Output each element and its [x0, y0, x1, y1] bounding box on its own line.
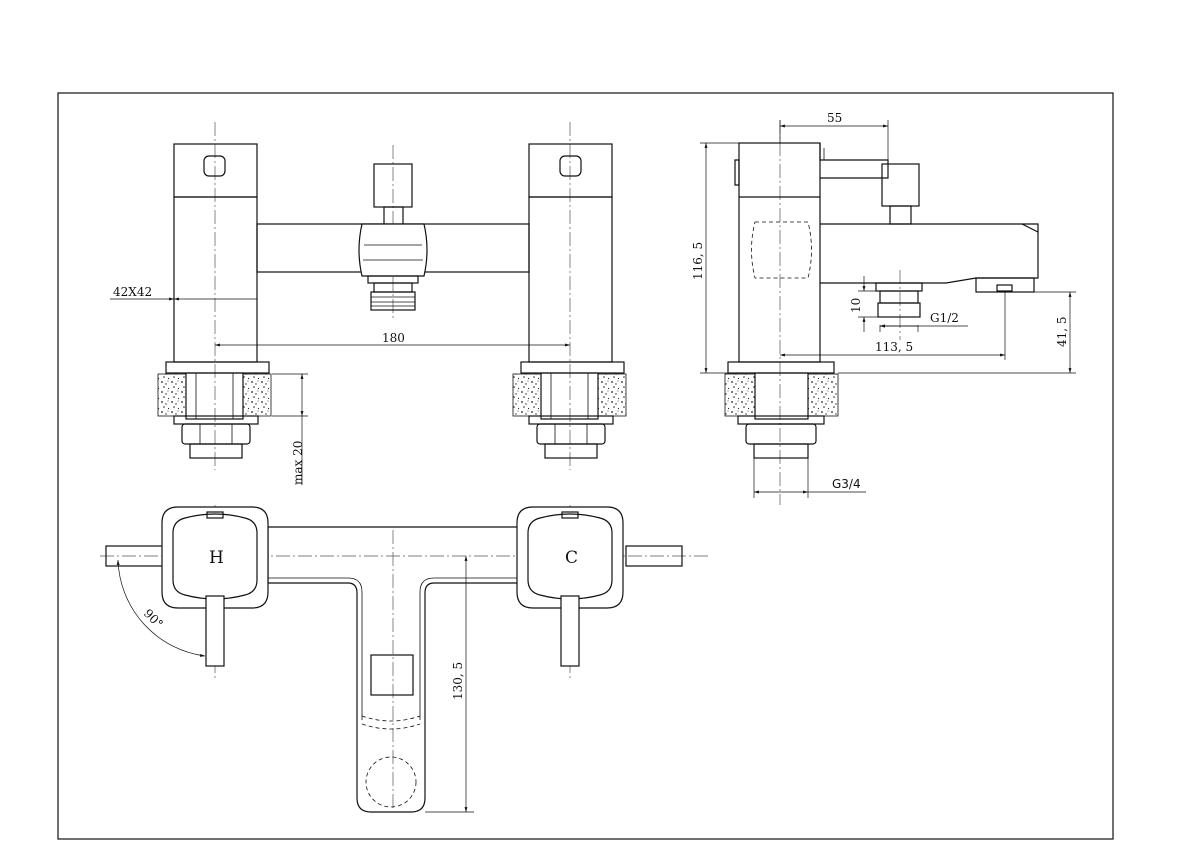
dim-centers: 180 — [382, 331, 405, 345]
dim-spout-height: 41, 5 — [1055, 316, 1069, 347]
side-body — [738, 142, 821, 363]
dim-rotation: 90° — [141, 606, 166, 631]
side-spout — [820, 223, 1039, 284]
hot-handle: H — [161, 506, 269, 667]
dim-height: 116, 5 — [691, 242, 705, 280]
diverter-knob — [358, 163, 428, 311]
hot-label: H — [209, 548, 224, 568]
dim-outlet-height: 10 — [849, 298, 863, 313]
left-tap-body — [165, 143, 270, 374]
drawing-frame — [57, 92, 1114, 840]
dim-handle-reach: 55 — [827, 111, 842, 125]
left-mounting — [157, 372, 272, 459]
dim-outlet-thread: G1/2 — [930, 311, 959, 325]
side-handle — [819, 143, 889, 179]
top-diverter — [370, 654, 414, 696]
cold-handle: C — [516, 506, 624, 667]
side-view: 55 116, 5 10 G1/2 113, 5 41, 5 G3/4 — [691, 111, 1076, 505]
right-tap-body — [520, 143, 625, 374]
dim-inlet-thread: G3/4 — [832, 477, 861, 491]
cold-label: C — [565, 548, 578, 568]
dim-mount-thickness: max 20 — [291, 441, 305, 485]
dim-spout-reach: 113, 5 — [875, 340, 913, 354]
top-spout — [267, 526, 519, 813]
dim-spout-projection: 130, 5 — [451, 662, 465, 700]
top-view: H C 90° 130, 5 — [100, 505, 710, 813]
front-view: 42X42 180 max 20 — [110, 122, 627, 485]
right-mounting — [512, 372, 627, 459]
dim-body-section: 42X42 — [113, 285, 152, 299]
